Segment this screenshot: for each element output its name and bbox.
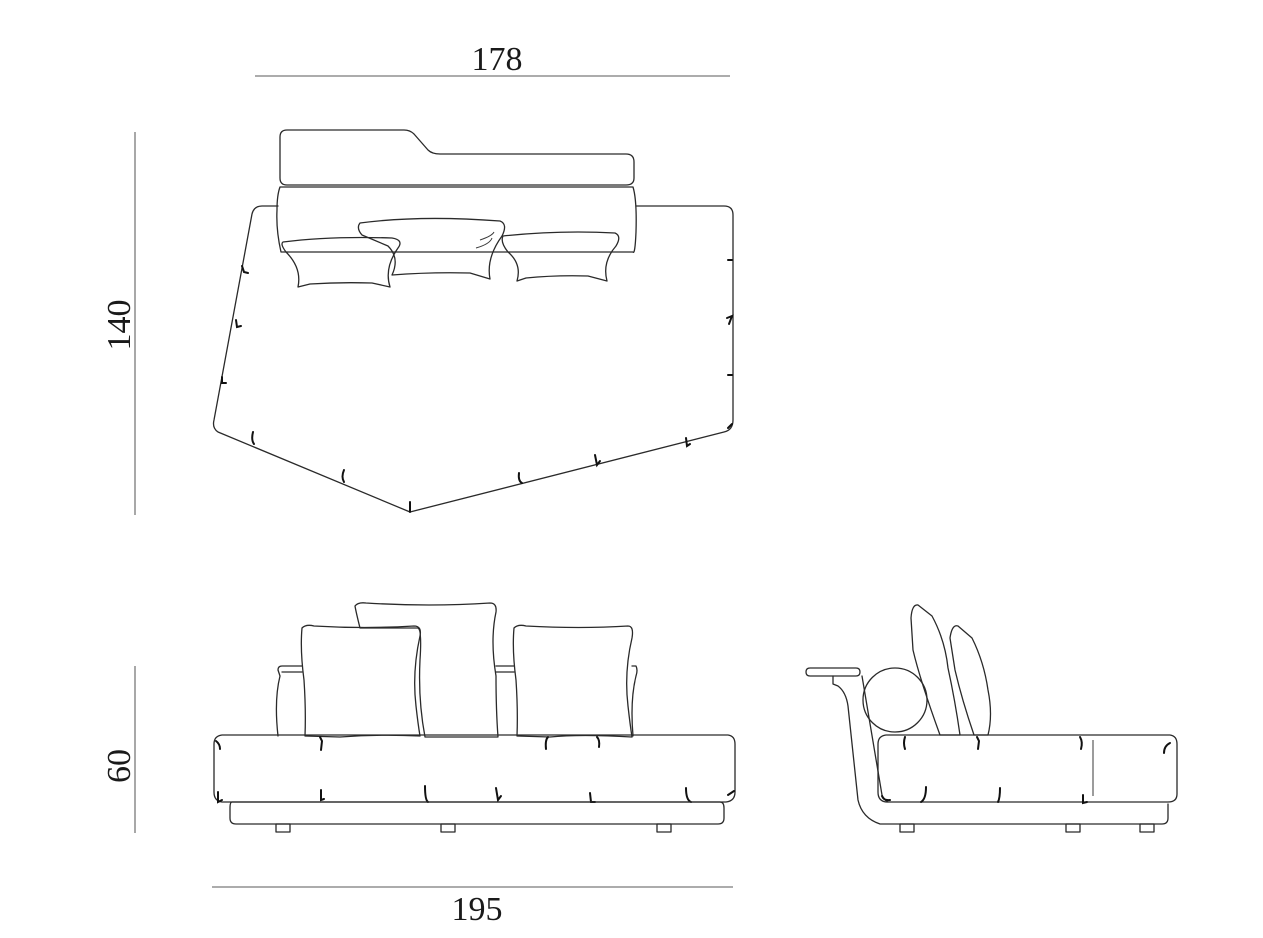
pillow-right-front <box>512 624 634 738</box>
dimension-label-140: 140 <box>101 300 138 351</box>
back-cushion-1 <box>910 604 961 736</box>
dimension-label-60: 60 <box>101 749 138 783</box>
back-cushion-2 <box>949 625 992 736</box>
seat-side <box>877 734 1178 803</box>
dimension-top-width: 178 <box>255 41 730 78</box>
dimension-front-width: 195 <box>212 886 733 928</box>
pillow-left-front <box>300 624 422 738</box>
tufting-marks-side <box>881 736 1171 805</box>
back-frame <box>276 186 637 253</box>
front-view <box>213 602 736 833</box>
top-view <box>212 129 734 513</box>
dimension-label-178: 178 <box>472 41 523 78</box>
foot <box>275 823 291 833</box>
tufting-marks-front <box>215 736 735 804</box>
pillow-center-top <box>357 217 506 280</box>
pillow-right-top <box>501 231 620 282</box>
side-view <box>805 604 1178 833</box>
pillow-center-crease <box>475 231 495 249</box>
bolster-cushion <box>862 667 928 733</box>
dimension-height: 60 <box>101 666 138 833</box>
base-front <box>229 801 725 825</box>
seat-front <box>213 734 736 803</box>
foot <box>899 823 915 833</box>
dimension-top-depth: 140 <box>101 132 138 515</box>
foot <box>1139 823 1155 833</box>
foot <box>440 823 456 833</box>
backrest-outline <box>279 129 635 186</box>
foot <box>656 823 672 833</box>
pillow-back-center <box>354 602 499 738</box>
back-rail <box>275 665 638 737</box>
pillow-left-top <box>281 236 401 288</box>
tufting-marks <box>221 259 734 513</box>
foot <box>1065 823 1081 833</box>
armrest-top <box>805 667 861 677</box>
dimension-label-195: 195 <box>452 891 503 928</box>
